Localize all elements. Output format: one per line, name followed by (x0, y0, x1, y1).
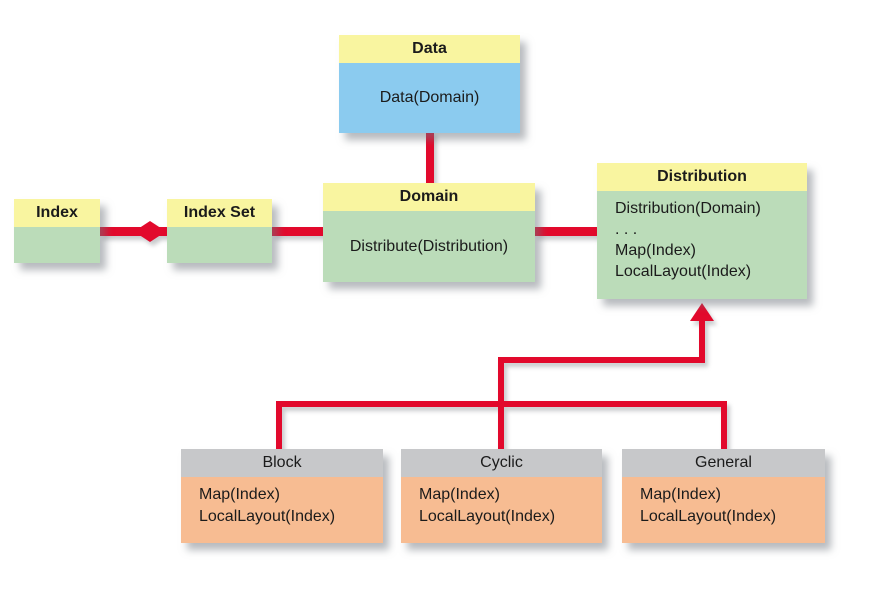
node-data-member: Data(Domain) (379, 89, 480, 106)
node-general: General Map(Index) LocalLayout(Index) (622, 449, 825, 543)
node-general-member: Map(Index) (640, 486, 721, 503)
node-cyclic-member: LocalLayout(Index) (419, 508, 556, 525)
node-index-body (14, 227, 100, 263)
node-distribution-title: Distribution (597, 163, 807, 191)
node-index-title: Index (14, 199, 100, 227)
node-domain: Domain Distribute(Distribution) (323, 183, 535, 282)
node-block-member: Map(Index) (199, 486, 280, 503)
node-index-set-body (167, 227, 272, 263)
node-block-title: Block (181, 449, 383, 477)
node-index-set-title: Index Set (167, 199, 272, 227)
inheritance-arrow-icon (690, 303, 714, 321)
node-index-set: Index Set (167, 199, 272, 263)
composition-diamond-icon (134, 221, 166, 242)
node-distribution-member: LocalLayout(Index) (615, 263, 752, 280)
node-distribution-ellipsis: . . . (615, 221, 638, 238)
node-distribution: Distribution Distribution(Domain) . . . … (597, 163, 807, 299)
node-domain-title: Domain (323, 183, 535, 211)
node-cyclic-title: Cyclic (401, 449, 602, 477)
node-data-title: Data (339, 35, 520, 63)
node-block: Block Map(Index) LocalLayout(Index) (181, 449, 383, 543)
node-domain-member: Distribute(Distribution) (349, 237, 509, 255)
node-cyclic: Cyclic Map(Index) LocalLayout(Index) (401, 449, 602, 543)
node-cyclic-member: Map(Index) (419, 486, 500, 503)
node-index: Index (14, 199, 100, 263)
connector-inheritance-trunk (498, 316, 705, 449)
node-block-member: LocalLayout(Index) (199, 508, 336, 525)
node-general-title: General (622, 449, 825, 477)
node-data: Data Data(Domain) (339, 35, 520, 133)
node-distribution-member: Map(Index) (615, 242, 696, 259)
connector-inheritance-crossbar (276, 401, 727, 449)
node-distribution-member: Distribution(Domain) (615, 200, 761, 217)
node-general-member: LocalLayout(Index) (640, 508, 777, 525)
